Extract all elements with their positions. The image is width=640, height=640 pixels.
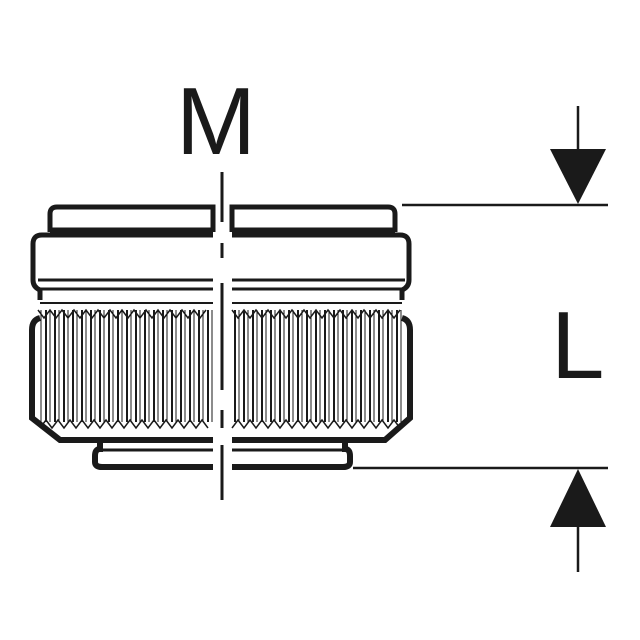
- body-band: [30, 232, 412, 304]
- arrow-down-icon: [550, 149, 606, 204]
- bottom-spigot: [92, 440, 353, 470]
- dimension-l: [353, 106, 608, 572]
- knurled-section: [29, 308, 413, 443]
- thread-label-m: M: [176, 68, 256, 175]
- top-collar: [47, 204, 398, 233]
- arrow-up-icon: [550, 469, 606, 527]
- length-label-l: L: [551, 292, 605, 399]
